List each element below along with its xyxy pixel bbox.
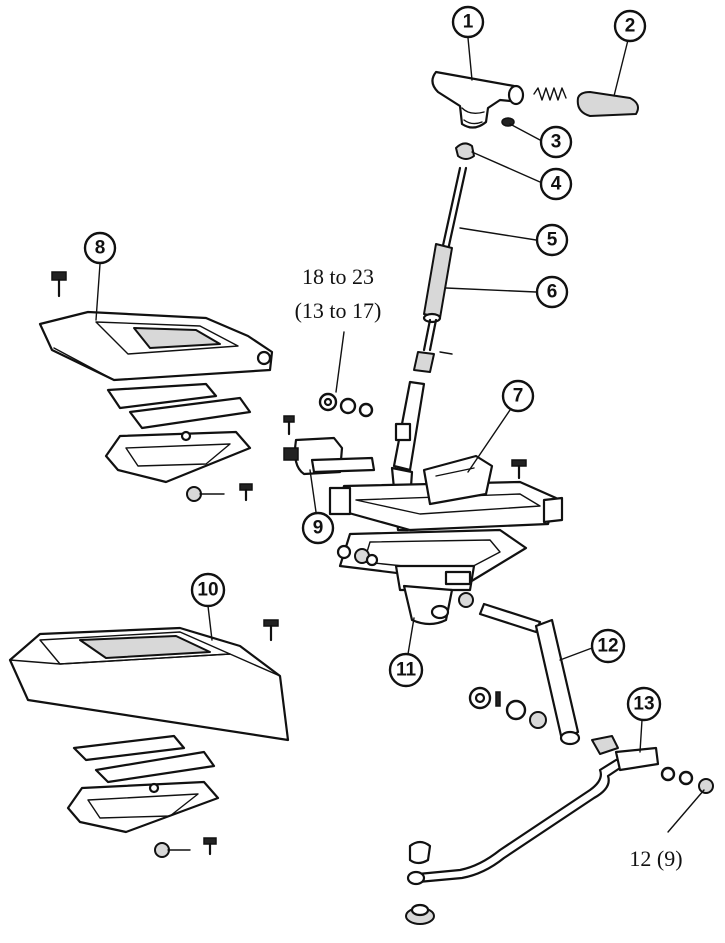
callout-2: 2 xyxy=(613,9,647,43)
torque-note-a-line1: 18 to 23 xyxy=(302,264,374,289)
callout-13-label: 13 xyxy=(633,694,654,715)
callout-4-label: 4 xyxy=(551,174,562,195)
callout-4: 4 xyxy=(539,167,573,201)
callout-9-label: 9 xyxy=(313,518,324,539)
callout-5-label: 5 xyxy=(547,230,558,251)
console-lower xyxy=(8,619,290,742)
callout-6-label: 6 xyxy=(547,282,558,303)
lower-gasket xyxy=(338,528,528,592)
callout-3-label: 3 xyxy=(551,132,562,153)
knob-cap xyxy=(576,91,639,117)
torque-note-a-line2: (13 to 17) xyxy=(295,298,382,323)
callout-8-label: 8 xyxy=(95,238,106,259)
small-bushings xyxy=(336,544,379,567)
callout-12: 12 xyxy=(590,628,626,664)
callout-2-label: 2 xyxy=(625,16,636,37)
callout-10: 10 xyxy=(190,572,226,608)
callout-10-label: 10 xyxy=(197,580,218,601)
control-rod xyxy=(405,746,714,925)
callout-12-label: 12 xyxy=(597,636,618,657)
leader-lines xyxy=(95,37,705,833)
console-upper-boot-parts xyxy=(104,382,253,502)
console-upper xyxy=(38,271,274,382)
washer-set-lower xyxy=(468,686,619,755)
callout-9: 9 xyxy=(301,511,335,545)
callout-1-label: 1 xyxy=(463,12,474,33)
callout-1: 1 xyxy=(451,5,485,39)
callout-11-label: 11 xyxy=(396,660,417,681)
console-lower-boot-parts xyxy=(66,734,220,858)
shift-link xyxy=(478,602,581,746)
selector-block xyxy=(283,415,376,476)
callout-7-label: 7 xyxy=(513,386,524,407)
callout-7: 7 xyxy=(501,379,535,413)
shift-knob xyxy=(431,70,525,129)
callout-8: 8 xyxy=(83,231,117,265)
callout-3: 3 xyxy=(539,125,573,159)
torque-note-b: 12 (9) xyxy=(629,846,682,871)
lower-housing xyxy=(402,584,474,626)
knob-spring xyxy=(533,87,567,101)
washer-set-upper xyxy=(318,392,374,418)
callout-5: 5 xyxy=(535,223,569,257)
shift-bracket xyxy=(328,454,564,532)
lever-bushing xyxy=(455,142,475,160)
callout-6: 6 xyxy=(535,275,569,309)
callout-13: 13 xyxy=(626,686,662,722)
callout-11: 11 xyxy=(388,652,424,688)
